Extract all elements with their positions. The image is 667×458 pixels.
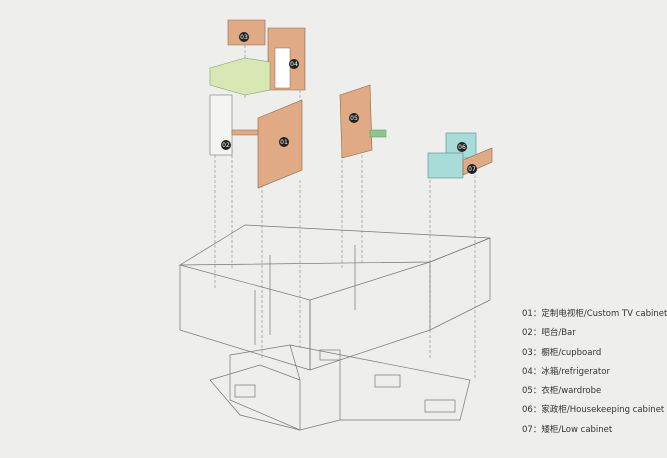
svg-text:07: 07 (468, 166, 476, 173)
svg-text:05: 05 (350, 115, 358, 122)
legend: 01：定制电视柜/Custom TV cabinet 02：吧台/Bar 03：… (522, 307, 667, 442)
bar-02: 02 (209, 94, 263, 156)
legend-item: 03：橱柜/cupboard (522, 347, 602, 358)
legend-item: 02：吧台/Bar (522, 328, 576, 339)
legend-item: 06：家政柜/Housekeeping cabinet (522, 405, 665, 416)
legend-item: 07：矮柜/Low cabinet (522, 424, 613, 435)
svg-text:04: 04 (290, 61, 298, 68)
svg-text:06: 06 (458, 144, 466, 151)
refrigerator-04: 04 (267, 27, 306, 91)
green-counter (209, 57, 271, 96)
legend-item: 01：定制电视柜/Custom TV cabinet (522, 309, 667, 319)
wardrobe-05: 05 (339, 84, 387, 159)
housekeeping-cabinet-06: 06 (427, 132, 477, 179)
house-model (178, 224, 491, 431)
svg-text:03: 03 (240, 34, 248, 41)
svg-text:01: 01 (280, 139, 288, 146)
legend-item: 05：衣柜/wardrobe (522, 386, 602, 397)
legend-item: 04：冰箱/refrigerator (522, 366, 610, 377)
cupboard-03: 03 (227, 19, 266, 46)
svg-text:02: 02 (222, 142, 230, 149)
low-cabinet-07: 07 (462, 147, 493, 176)
tv-cabinet-01: 01 (257, 99, 303, 189)
